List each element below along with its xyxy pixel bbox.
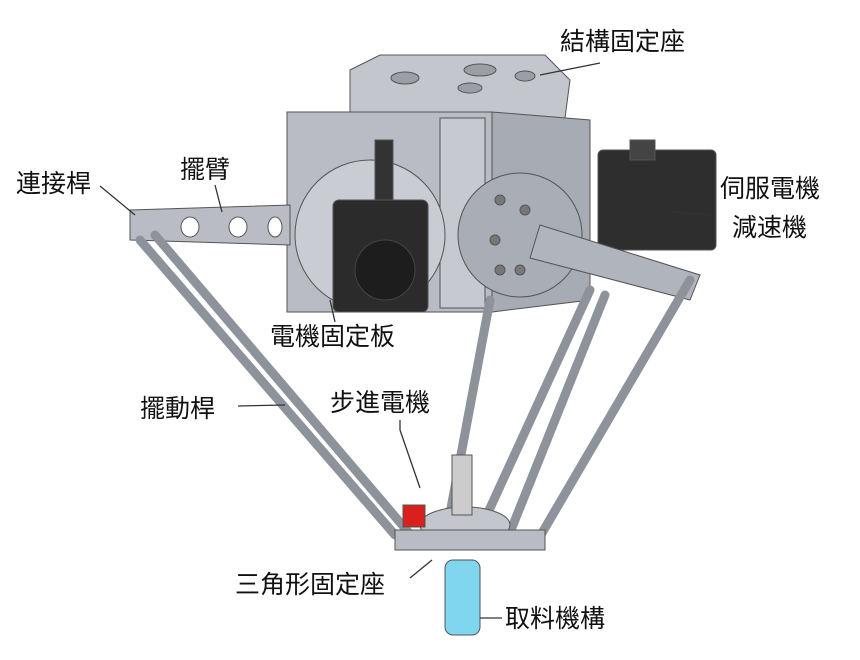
- pickup-tube: [444, 559, 481, 636]
- left-swing-arm: [129, 204, 291, 246]
- label-motor-mount-plate: 電機固定板: [270, 322, 396, 351]
- label-swing-arm: 擺臂: [180, 155, 231, 184]
- label-stepper-motor: 步進電機: [330, 388, 431, 417]
- right-disc: [457, 172, 583, 298]
- label-reducer: 減速機: [732, 213, 808, 242]
- label-structure-mount: 結構固定座: [560, 27, 686, 56]
- label-connecting-rod: 連接桿: [16, 169, 92, 198]
- label-pickup-mechanism: 取料機構: [505, 604, 606, 633]
- label-swing-rod: 擺動桿: [140, 394, 216, 423]
- leader-lines: [99, 62, 713, 619]
- label-triangle-mount: 三角形固定座: [235, 570, 386, 599]
- right-swing-arm: [529, 224, 701, 301]
- label-servo-motor: 伺服電機: [720, 174, 821, 203]
- stepper-motor-part: [402, 504, 426, 528]
- servo-motor: [597, 149, 717, 251]
